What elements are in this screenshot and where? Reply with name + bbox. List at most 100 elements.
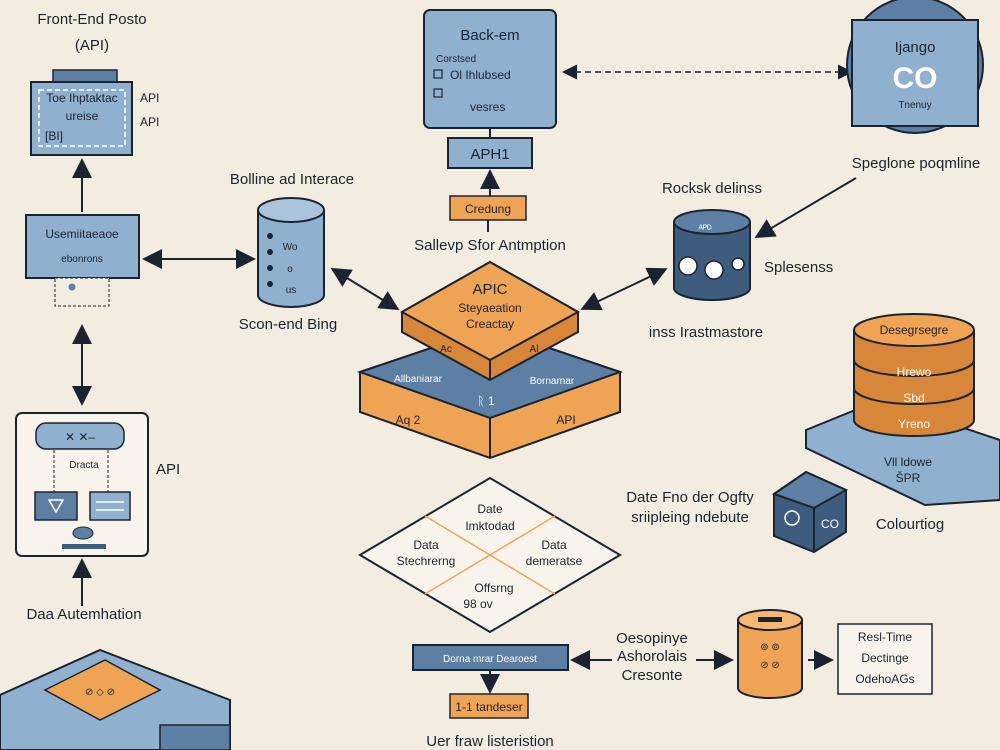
list-icon-box <box>89 491 131 521</box>
bolline-cylinder: Wo o us <box>257 197 325 308</box>
realtime-line-1: Resl-Time <box>858 630 913 644</box>
db-mid: Hrewo <box>897 365 932 379</box>
lithandeser-label: 1-1 tandeser <box>455 700 522 714</box>
date-fno-line-2: sriipleing ndebute <box>631 509 749 526</box>
platform-icon-text: ⊘ ◇ ⊘ <box>85 687 115 698</box>
django-logo-icon: CO <box>893 62 938 95</box>
dorna-box <box>412 644 569 671</box>
oesopinye-line-3: Cresonte <box>622 667 683 684</box>
arrow-apic-rocksk <box>580 267 668 311</box>
database-stack: Desegrsegre Hrewo Sbd Yreno <box>853 313 975 437</box>
svg-text:⊚ ⊚: ⊚ ⊚ <box>760 642 780 653</box>
oesopinye-line-1: Oesopinye <box>616 630 688 647</box>
data-diamond: Date Imktodad Data Stechrerng Data demer… <box>358 476 622 634</box>
date-fno-line-1: Date Fno der Ogfty <box>626 489 754 506</box>
splesenss-label: Splesenss <box>764 259 833 276</box>
gear-icon <box>678 256 698 276</box>
platform-line-1: Vll ldowe <box>884 455 932 469</box>
diamond-right-1: Data <box>541 538 567 552</box>
credung-box <box>449 195 527 221</box>
filter-icon-box <box>34 491 78 521</box>
db-4: Yreno <box>898 417 930 431</box>
orange-cylinder: ⊚ ⊚ ⊘ ⊘ <box>737 609 803 699</box>
filter-icon <box>47 499 65 514</box>
arrow-cylinder-apic <box>330 267 400 311</box>
bolline-label: Bolline ad Interace <box>230 171 354 188</box>
backend-title: Back-em <box>460 27 519 44</box>
platform-line-2: ŠPR <box>896 470 921 485</box>
cyl-wo: Wo <box>283 242 298 253</box>
bottom-left-platform: ⊘ ◇ ⊘ <box>0 648 231 750</box>
django-line-1: Ijango <box>895 39 936 56</box>
arrow-speglone-to-cylinder <box>754 177 857 239</box>
backend-item-1: Corstsed <box>436 54 476 65</box>
colourtiog-label: Colourtiog <box>876 516 944 533</box>
oesopinye-line-2: Ashorolais <box>617 648 687 665</box>
data-automation-label: Daa Autemhation <box>26 606 141 623</box>
chat-bubble-icon <box>35 422 125 450</box>
cyl-o: o <box>287 264 293 275</box>
credung-label: Credung <box>465 202 511 216</box>
rocksk-label: Rocksk delinss <box>662 180 762 197</box>
checkbox-icon <box>433 69 443 79</box>
cyl-us: us <box>286 285 297 296</box>
client-panel: ✕ ✕– Dracta <box>15 412 149 557</box>
gear-icon <box>704 260 724 280</box>
diamond-right-2: demeratse <box>526 554 583 568</box>
frontend-title: Front-End Posto <box>37 11 146 28</box>
speglone-label: Speglone poqmline <box>852 155 980 172</box>
avatar-icon <box>72 526 94 540</box>
frontend-monitor: Toe Ihptaktac ureise [BI] <box>30 69 133 156</box>
diamond-top-2: Imktodad <box>465 519 514 533</box>
monitor-api-label-1: API <box>140 91 159 105</box>
ux-line-2: ebonrons <box>61 254 103 265</box>
client-dracta-label: Dracta <box>69 460 99 471</box>
checkbox-icon <box>433 88 443 98</box>
lower-mid: ᚱ 1 <box>477 394 495 408</box>
lithandeser-box <box>449 693 529 719</box>
api1-label: APH1 <box>470 146 509 163</box>
lower-right-2: API <box>556 413 575 427</box>
tdesst-dot-icon <box>68 283 76 291</box>
backend-item-3: vesres <box>470 100 505 114</box>
scon-label: Scon-end Bing <box>239 316 337 333</box>
db-top: Desegrsegre <box>880 323 949 337</box>
diamond-left-2: Stechrerng <box>397 554 456 568</box>
realtime-box <box>837 623 933 695</box>
realtime-line-2: Dectinge <box>861 651 909 665</box>
lower-right-1: Bornarnar <box>530 376 575 387</box>
apic-box: APIC Steyaeation Creactay Ac Al <box>399 260 581 382</box>
chat-bubble-text: ✕ ✕– <box>65 430 95 444</box>
frontend-api-label: (API) <box>75 37 109 54</box>
apic-line-1: APIC <box>472 281 507 298</box>
tdesst-box <box>54 277 110 307</box>
backend-item-2: Ol Ihlubsed <box>450 68 511 82</box>
sallevp-label: Sallevp Sfor Antmption <box>414 237 566 254</box>
ux-line-1: Usemiitaeaoe <box>45 227 119 241</box>
rocksk-cylinder: ᴬᴾᴰ <box>673 209 751 301</box>
apic-right: Al <box>530 344 539 355</box>
svg-text:⊘ ⊘: ⊘ ⊘ <box>760 660 780 671</box>
gear-icon <box>731 257 745 271</box>
monitor-line-1: Toe Ihptaktac <box>46 91 117 105</box>
diamond-bottom-2: 98 ov <box>463 597 492 611</box>
monitor-line-3: [BI] <box>45 129 63 143</box>
inss-label: inss Irastmastore <box>649 324 763 341</box>
monitor-api-label-2: API <box>140 115 159 129</box>
db-3: Sbd <box>903 391 924 405</box>
cube-logo: CO <box>821 517 839 531</box>
diamond-left-1: Data <box>413 538 439 552</box>
apic-line-2: Steyaeation <box>458 301 521 315</box>
cube-icon: CO <box>771 470 849 554</box>
svg-text:ᴬᴾᴰ: ᴬᴾᴰ <box>697 224 712 235</box>
realtime-line-3: OdehoAGs <box>855 672 914 686</box>
backend-box: Back-em Corstsed Ol Ihlubsed vesres <box>423 9 557 129</box>
lower-left-2: Aq 2 <box>396 413 421 427</box>
apic-line-3: Creactay <box>466 317 514 331</box>
diamond-bottom-1: Offsrng <box>474 581 513 595</box>
api1-box <box>447 137 533 169</box>
dorna-label: Dorna mrar Dearoest <box>443 654 537 665</box>
django-line-3: Tnenuy <box>898 100 931 111</box>
